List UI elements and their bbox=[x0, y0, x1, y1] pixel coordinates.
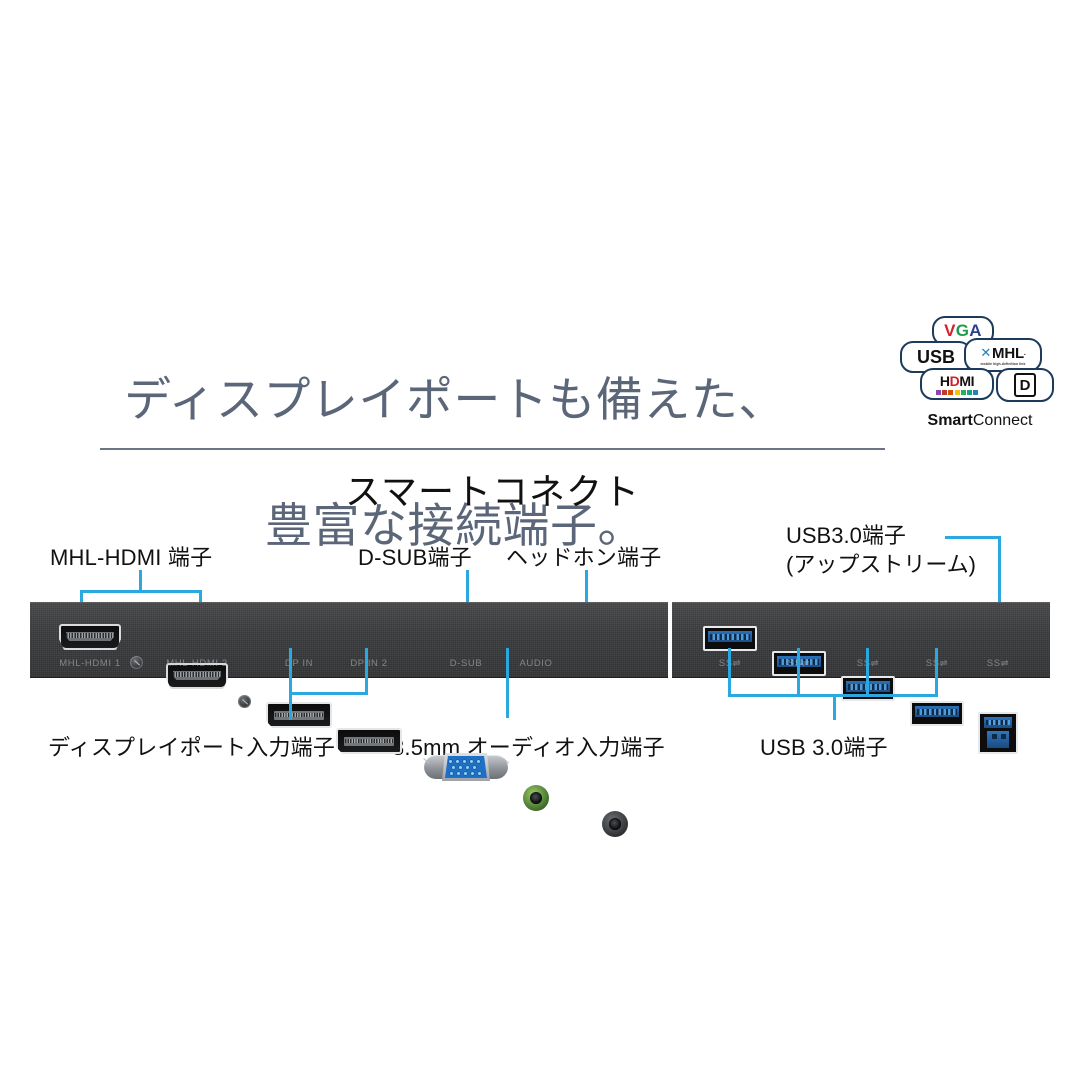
silk-headphone bbox=[614, 658, 617, 669]
screw-icon-2 bbox=[238, 695, 251, 708]
leader-usb-stem bbox=[833, 694, 836, 720]
callout-usb-upstream: USB3.0端子 (アップストリーム) bbox=[786, 521, 976, 579]
silk-dp-in-1: DP IN bbox=[284, 658, 314, 669]
leader-dp-bar bbox=[289, 692, 368, 695]
mhl-chip: ✕MHL. mobile high-definition link bbox=[964, 338, 1042, 372]
leader-usb-leg-4 bbox=[935, 648, 938, 696]
port-dp-in-1[interactable] bbox=[266, 702, 332, 728]
leader-usb-up-horiz bbox=[945, 536, 1001, 539]
leader-usb-leg-2 bbox=[797, 648, 800, 696]
silk-mhl-hdmi-2: MHL-HDMI 2 bbox=[166, 658, 228, 669]
port-usb3-a-4[interactable] bbox=[910, 701, 964, 726]
vga-pins bbox=[447, 758, 485, 776]
leader-audio-in bbox=[506, 648, 509, 718]
callout-headphone: ヘッドホン端子 bbox=[506, 545, 662, 570]
mhl-chip-sublabel: mobile high-definition link bbox=[980, 361, 1026, 366]
silk-mhl-hdmi-1: MHL-HDMI 1 bbox=[59, 658, 121, 669]
callout-usb-upstream-line1: USB3.0端子 bbox=[786, 523, 906, 548]
usb-chip-label: USB bbox=[916, 346, 955, 367]
section-divider bbox=[100, 448, 885, 450]
leader-dp-leg-left bbox=[289, 648, 292, 708]
headline-line-2: 豊富な接続端子。 bbox=[265, 499, 645, 552]
port-usb3-a-1[interactable] bbox=[703, 626, 757, 651]
hdmi-chip: HDMI bbox=[920, 368, 994, 400]
callout-mhl-hdmi: MHL-HDMI 端子 bbox=[50, 545, 213, 570]
smartconnect-title-rest: Connect bbox=[972, 412, 1033, 429]
leader-mhl-bar bbox=[80, 590, 202, 593]
leader-dp-leg-right bbox=[365, 648, 368, 694]
leader-usb-leg-3 bbox=[866, 648, 869, 696]
displayport-chip-label: D bbox=[1014, 373, 1036, 397]
mhl-chip-label: ✕MHL. bbox=[980, 344, 1026, 362]
port-usb3-b-upstream[interactable] bbox=[978, 712, 1018, 754]
leader-dsub bbox=[466, 570, 469, 632]
headline-line-1: ディスプレイポートも備えた、 bbox=[124, 373, 786, 426]
port-headphone-out[interactable] bbox=[602, 811, 628, 837]
port-d-sub[interactable] bbox=[424, 752, 508, 782]
page-headline: ディスプレイポートも備えた、 豊富な接続端子。 bbox=[60, 305, 850, 620]
leader-usb-up-vert bbox=[998, 536, 1001, 612]
section-subtitle: スマートコネクト bbox=[345, 471, 640, 512]
port-mhl-hdmi-1[interactable] bbox=[59, 624, 121, 650]
hdmi-chip-label: HDMI bbox=[939, 372, 975, 389]
smartconnect-title: SmartConnect bbox=[900, 412, 1060, 430]
silk-usb3-b: SS⇌ bbox=[986, 658, 1010, 669]
leader-mhl-stem bbox=[139, 570, 142, 592]
callout-usb3: USB 3.0端子 bbox=[760, 735, 888, 760]
port-mhl-hdmi-2[interactable] bbox=[166, 663, 228, 689]
mhl-x-icon: ✕ bbox=[980, 345, 992, 360]
callout-displayport: ディスプレイポート入力端子 bbox=[48, 735, 336, 760]
leader-dp-stem bbox=[289, 692, 292, 720]
smartconnect-title-bold: Smart bbox=[927, 412, 973, 429]
io-panel-left: MHL-HDMI 1 MHL-HDMI 2 DP IN DP IN 2 D-SU… bbox=[30, 602, 668, 837]
silk-dp-in-2: DP IN 2 bbox=[350, 658, 388, 669]
screw-icon-1 bbox=[130, 656, 143, 669]
silk-d-sub: D-SUB bbox=[449, 658, 483, 669]
callout-usb-upstream-line2: (アップストリーム) bbox=[786, 552, 976, 577]
silk-audio: AUDIO bbox=[519, 658, 553, 669]
port-dp-in-2[interactable] bbox=[336, 728, 402, 754]
leader-usb-leg-1 bbox=[728, 648, 731, 696]
leader-headphone bbox=[585, 570, 588, 632]
displayport-chip: D bbox=[996, 368, 1054, 402]
callout-dsub: D-SUB端子 bbox=[358, 545, 472, 570]
usb-chip: USB bbox=[900, 341, 972, 373]
port-audio-in[interactable] bbox=[523, 785, 549, 811]
hdmi-color-bars bbox=[935, 389, 979, 395]
